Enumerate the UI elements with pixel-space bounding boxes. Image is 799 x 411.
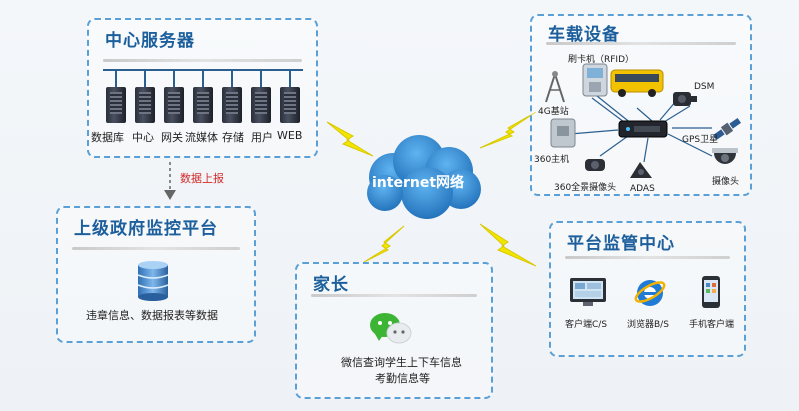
database-icon	[137, 261, 169, 301]
panoramic-camera-icon	[585, 159, 605, 171]
cam-360-label: 360全景摄像头	[554, 183, 617, 193]
mobile-phone-icon	[702, 276, 720, 308]
lightning-bolt-icon	[479, 223, 537, 267]
server-icon	[164, 87, 184, 123]
parents-title: 家长	[313, 275, 349, 295]
parents-line-1: 微信查询学生上下车信息	[341, 356, 462, 369]
host-360-label: 360主机	[534, 155, 570, 165]
host-360-icon	[550, 118, 576, 148]
adas-camera-icon	[630, 162, 652, 178]
gov-platform-caption: 违章信息、数据报表等数据	[86, 309, 218, 322]
dsm-label: DSM	[694, 82, 715, 92]
card-reader-label: 刷卡机（RFID）	[568, 55, 635, 65]
server-label-gateway: 网关	[161, 131, 183, 144]
center-server-divider	[103, 59, 302, 62]
monitor-center-title: 平台监管中心	[567, 234, 675, 254]
server-label-user: 用户	[251, 131, 273, 144]
report-arrow-label: 数据上报	[180, 172, 224, 185]
card-reader-icon	[582, 63, 608, 97]
ie-browser-icon	[634, 280, 666, 306]
gps-label: GPS卫星	[682, 135, 719, 145]
lightning-bolt-icon	[479, 111, 537, 149]
browser-bs-label: 浏览器B/S	[627, 320, 669, 330]
vehicle-divider	[546, 42, 736, 45]
monitor-center-divider	[565, 256, 730, 259]
report-arrow	[164, 162, 176, 200]
desktop-client-icon	[570, 278, 606, 306]
server-icon	[106, 87, 126, 123]
parents-line-2: 考勤信息等	[375, 372, 430, 385]
base-4g-label: 4G基站	[538, 107, 569, 117]
monitor-center-panel: 平台监管中心 客户端C/S 浏览器B/S 手机客户端	[549, 221, 746, 357]
dsm-camera-icon	[673, 92, 697, 106]
gov-platform-divider	[72, 247, 240, 250]
parents-panel: 家长 微信查询学生上下车信息 考勤信息等	[295, 262, 493, 399]
lightning-bolt-icon	[363, 225, 405, 263]
server-icon	[193, 87, 213, 123]
mobile-client-label: 手机客户端	[689, 320, 735, 330]
vehicle-title: 车载设备	[548, 25, 620, 45]
vehicle-panel: 车载设备 刷卡机（RFID） DSM	[530, 14, 752, 196]
server-icon	[251, 87, 271, 123]
server-label-streaming: 流媒体	[185, 131, 218, 144]
antenna-4g-icon	[545, 71, 565, 103]
adas-label: ADAS	[630, 184, 655, 194]
server-label-storage: 存储	[222, 131, 244, 144]
hub-device-icon	[618, 120, 668, 138]
cloud-icon	[367, 135, 481, 219]
server-label-center: 中心	[132, 131, 154, 144]
gov-platform-title: 上级政府监控平台	[74, 219, 218, 239]
server-icon	[280, 87, 300, 123]
lightning-bolt-icon	[326, 121, 374, 157]
server-label-database: 数据库	[91, 131, 124, 144]
parents-divider	[311, 294, 477, 297]
cloud-label: internet网络	[372, 175, 465, 191]
center-server-title: 中心服务器	[105, 31, 195, 51]
wechat-icon	[370, 313, 412, 344]
camera-label: 摄像头	[712, 177, 740, 187]
gps-satellite-icon	[712, 117, 742, 141]
gov-platform-panel: 上级政府监控平台 违章信息、数据报表等数据	[56, 206, 256, 343]
client-cs-label: 客户端C/S	[565, 320, 608, 330]
server-label-web: WEB	[277, 129, 303, 142]
bus-icon	[610, 69, 664, 97]
server-icon	[135, 87, 155, 123]
server-icon	[222, 87, 242, 123]
center-server-panel: 中心服务器 数据库 中心 网关 流媒体 存储 用户 WEB	[87, 18, 318, 158]
dome-camera-icon	[712, 148, 738, 164]
